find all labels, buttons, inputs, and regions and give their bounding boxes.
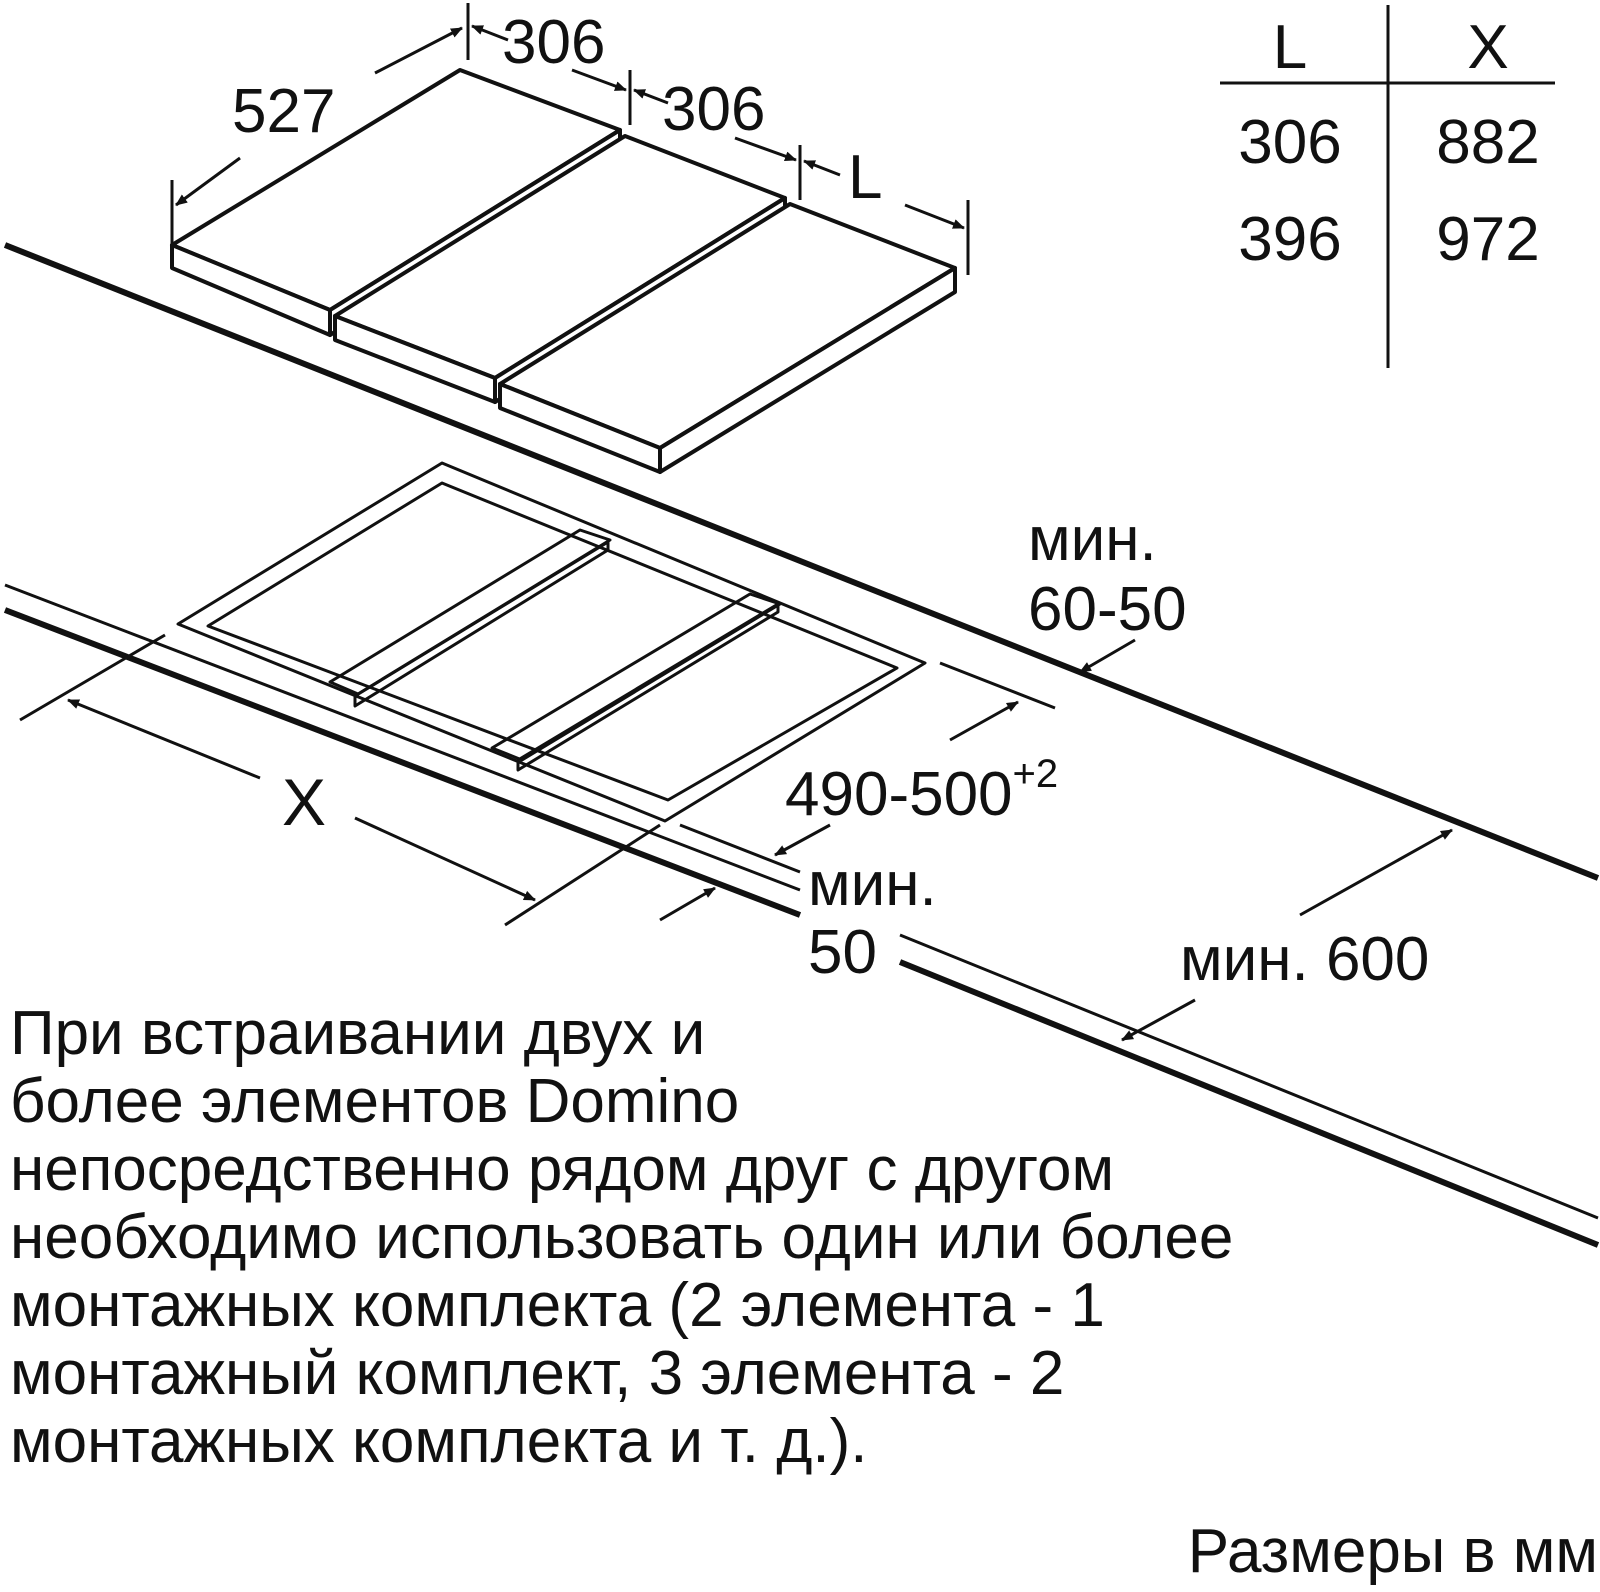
table-cell: 972 xyxy=(1436,205,1539,274)
cutout xyxy=(176,461,927,823)
dim-back-min-value: 60-50 xyxy=(1028,575,1187,644)
dim-width-l: L xyxy=(848,143,882,212)
table-cell: 306 xyxy=(1238,108,1341,177)
note-line: монтажный комплект, 3 элемента - 2 xyxy=(10,1339,1065,1408)
dim-front-min-value: 50 xyxy=(808,918,877,987)
table-cell: 882 xyxy=(1436,108,1539,177)
table-header-x: X xyxy=(1467,13,1508,82)
lx-table: L X 306 882 396 972 xyxy=(1220,5,1555,368)
hob-modules xyxy=(170,68,957,474)
note-line: необходимо использовать один или более xyxy=(10,1203,1234,1272)
worktop-back-edge xyxy=(3,242,1600,881)
table-header-l: L xyxy=(1273,13,1307,82)
dim-back-min-label: мин. xyxy=(1028,505,1157,574)
dim-cutout-depth: 490-500+2 xyxy=(785,752,1058,829)
worktop-front-edge xyxy=(3,583,1600,1248)
note-line: непосредственно рядом друг с другом xyxy=(10,1135,1115,1204)
note-line: более элементов Domino xyxy=(10,1067,740,1136)
dim-front-min-label: мин. xyxy=(808,850,937,919)
extension-lines xyxy=(19,3,1056,927)
dim-width-1: 306 xyxy=(502,8,605,77)
table-cell: 396 xyxy=(1238,205,1341,274)
dimension-lines xyxy=(67,24,1453,1042)
installation-note: При встраивании двух и более элементов D… xyxy=(10,1000,1570,1476)
note-line: При встраивании двух и xyxy=(10,999,706,1068)
dim-depth: 527 xyxy=(232,77,335,146)
dim-cutout-x: X xyxy=(282,765,326,839)
units-label: Размеры в мм xyxy=(1187,1517,1598,1586)
dim-width-2: 306 xyxy=(662,75,765,144)
dim-cutout-depth-tolerance: +2 xyxy=(1013,752,1059,796)
dim-worktop-depth: мин. 600 xyxy=(1180,925,1429,994)
note-line: монтажных комплекта и т. д.). xyxy=(10,1407,868,1476)
note-line: монтажных комплекта (2 элемента - 1 xyxy=(10,1271,1105,1340)
